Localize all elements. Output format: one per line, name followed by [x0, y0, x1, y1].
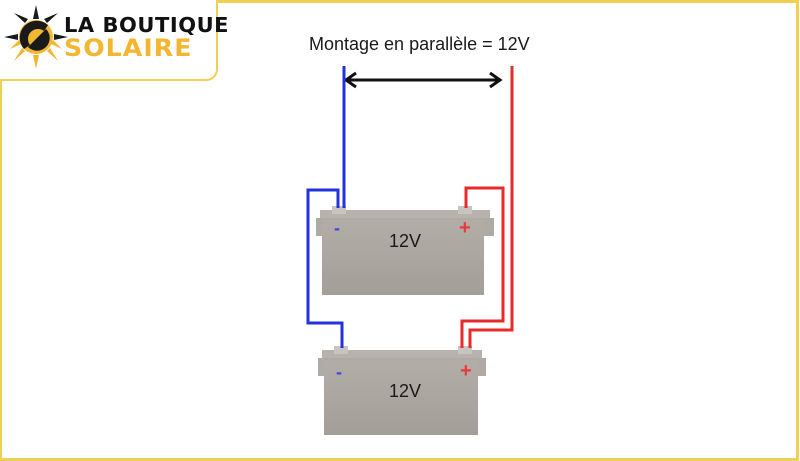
- double-headed-arrow-icon: [343, 71, 503, 89]
- diagram-title: Montage en parallèle = 12V: [309, 34, 530, 54]
- negative-wires: [306, 66, 346, 348]
- battery-1: [316, 206, 494, 295]
- battery-1-voltage-label: 12V: [389, 231, 422, 251]
- battery-1-positive-terminal: +: [459, 217, 471, 239]
- battery-1-negative-terminal: -: [334, 218, 340, 238]
- battery-2-voltage-label: 12V: [389, 381, 422, 401]
- positive-wires: [460, 66, 514, 348]
- logo-text-line2: SOLAIRE: [64, 34, 193, 62]
- battery-2-positive-terminal: +: [460, 360, 472, 382]
- sun-icon: [4, 5, 68, 69]
- battery-2-negative-terminal: -: [336, 362, 342, 382]
- logo-text-line1: LA BOUTIQUE: [64, 13, 230, 37]
- battery-2: [318, 346, 486, 435]
- brand-logo: LA BOUTIQUE SOLAIRE: [0, 0, 229, 81]
